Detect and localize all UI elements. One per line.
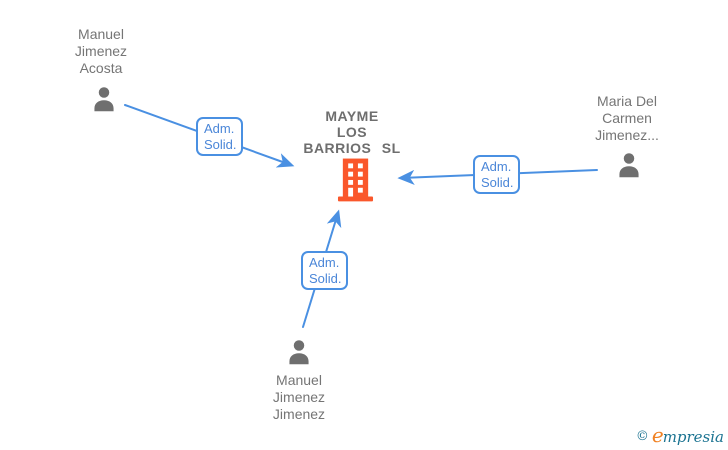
company-name-line: LOS: [336, 124, 368, 140]
company-name[interactable]: MAYME LOS BARRIOS SL: [292, 108, 412, 156]
empresia-logo-text: mpresia: [662, 428, 724, 446]
person-name-line: Acosta: [79, 60, 123, 76]
person-name-line: Maria Del: [597, 93, 657, 109]
person-name-line: Jimenez: [74, 43, 128, 59]
edge-label-line: Solid.: [204, 137, 237, 152]
edge-label-line: Solid.: [309, 271, 342, 286]
person-icon: [619, 153, 639, 178]
person-name-carmen[interactable]: Maria Del Carmen Jimenez...: [567, 93, 687, 144]
edge-label-line: Solid.: [481, 175, 514, 190]
edge-label-line: Adm.: [309, 255, 340, 270]
person-node-jimenez[interactable]: [284, 337, 314, 374]
edge-label-carmen[interactable]: Adm. Solid.: [473, 155, 520, 194]
edge-label-line: Adm.: [481, 159, 512, 174]
person-name-line: Jimenez: [272, 389, 326, 405]
person-icon: [94, 87, 114, 112]
edge-label-line: Adm.: [204, 121, 235, 136]
edge-label-jimenez[interactable]: Adm. Solid.: [301, 251, 348, 290]
person-node-acosta[interactable]: [89, 84, 119, 121]
person-name-line: Jimenez...: [595, 127, 659, 143]
company-name-line: BARRIOS SL: [303, 140, 401, 156]
building-icon: [337, 158, 374, 202]
person-name-line: Manuel: [276, 372, 322, 388]
person-name-line: Carmen: [602, 110, 652, 126]
copyright-symbol: ©: [635, 429, 649, 444]
edge-label-acosta[interactable]: Adm. Solid.: [196, 117, 243, 156]
empresia-watermark: ©empresia: [636, 423, 724, 447]
company-name-line: MAYME: [325, 108, 379, 124]
person-name-jimenez[interactable]: Manuel Jimenez Jimenez: [239, 372, 359, 423]
person-icon: [289, 340, 309, 365]
person-node-carmen[interactable]: [614, 150, 644, 187]
person-name-acosta[interactable]: Manuel Jimenez Acosta: [41, 26, 161, 77]
person-name-line: Jimenez: [272, 406, 326, 422]
empresia-logo: e: [651, 423, 664, 447]
person-name-line: Manuel: [78, 26, 124, 42]
company-node[interactable]: [337, 156, 374, 202]
